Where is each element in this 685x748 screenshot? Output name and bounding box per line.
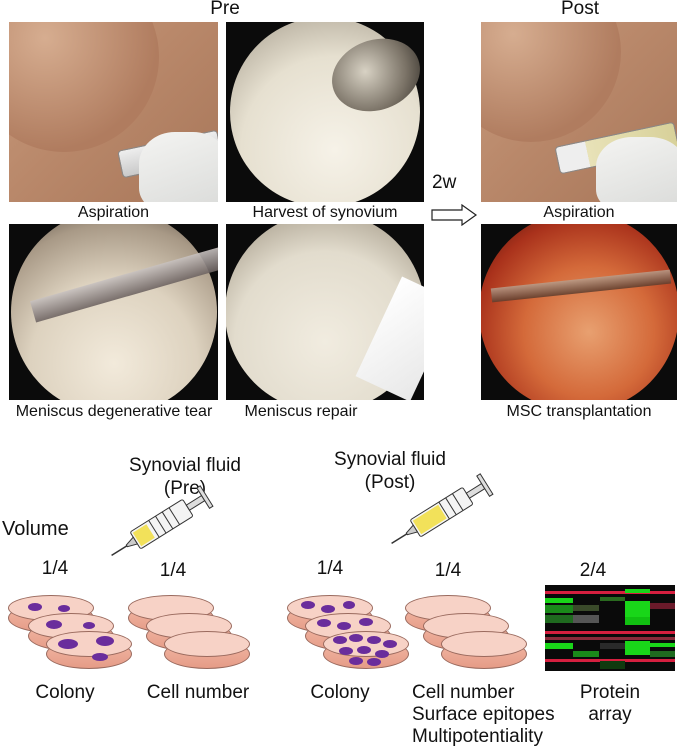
protein-label-line1: Protein bbox=[579, 682, 641, 703]
meniscus-repair-photo bbox=[226, 224, 424, 400]
protein-array-label: Protein array bbox=[570, 682, 650, 726]
fraction-colony-pre: 1/4 bbox=[41, 558, 69, 579]
meniscus-tear-photo bbox=[9, 224, 218, 400]
arrow-icon bbox=[431, 204, 478, 226]
post-assay-multipotentiality: Multipotentiality bbox=[412, 726, 543, 747]
post-assays-list: Cell number Surface epitopes Multipotent… bbox=[412, 682, 555, 748]
fraction-cell-number-post: 1/4 bbox=[434, 560, 462, 581]
fraction-cell-number-pre: 1/4 bbox=[159, 560, 187, 581]
harvest-photo bbox=[226, 22, 424, 202]
protein-label-line2: array bbox=[588, 704, 632, 725]
cell-number-pre-label: Cell number bbox=[146, 682, 250, 703]
syringe-post-icon bbox=[391, 473, 494, 545]
protein-array-heatmap bbox=[545, 585, 675, 671]
petri-dish bbox=[46, 631, 132, 669]
colony-pre-label: Colony bbox=[35, 682, 95, 703]
interval-label: 2w bbox=[432, 172, 457, 193]
aspiration-pre-caption: Aspiration bbox=[77, 204, 150, 221]
syringe-post-label-1: Synovial fluid bbox=[334, 449, 446, 470]
post-assay-cell-number: Cell number bbox=[412, 682, 515, 703]
colony-post-label: Colony bbox=[310, 682, 370, 703]
dish-stack-cell-number-pre bbox=[128, 595, 268, 675]
syringe-pre-label-2: (Pre) bbox=[163, 478, 207, 499]
syringe-pre-label-1: Synovial fluid bbox=[129, 455, 241, 476]
syringe-pre-icon bbox=[111, 485, 214, 557]
dish-stack-colony-pre bbox=[8, 595, 148, 675]
meniscus-tear-caption: Meniscus degenerative tear bbox=[15, 403, 213, 420]
msc-transplantation-caption: MSC transplantation bbox=[506, 403, 652, 420]
petri-dish bbox=[164, 631, 250, 669]
volume-label: Volume bbox=[2, 518, 69, 540]
aspiration-post-photo bbox=[481, 22, 677, 202]
syringe-post-label-2: (Post) bbox=[364, 472, 416, 493]
fraction-colony-post: 1/4 bbox=[316, 558, 344, 579]
dish-stack-cell-number-post bbox=[405, 595, 545, 675]
petri-dish bbox=[441, 631, 527, 669]
aspiration-pre-photo bbox=[9, 22, 218, 202]
fraction-protein-array: 2/4 bbox=[579, 560, 607, 581]
post-header: Post bbox=[560, 0, 600, 19]
harvest-caption: Harvest of synovium bbox=[252, 204, 398, 221]
msc-transplantation-photo bbox=[481, 224, 677, 400]
dish-stack-colony-post bbox=[287, 595, 427, 675]
aspiration-post-caption: Aspiration bbox=[543, 204, 615, 221]
post-assay-surface-epitopes: Surface epitopes bbox=[412, 704, 555, 725]
meniscus-repair-caption: Meniscus repair bbox=[244, 403, 358, 420]
pre-header: Pre bbox=[210, 0, 240, 19]
petri-dish bbox=[323, 631, 409, 669]
